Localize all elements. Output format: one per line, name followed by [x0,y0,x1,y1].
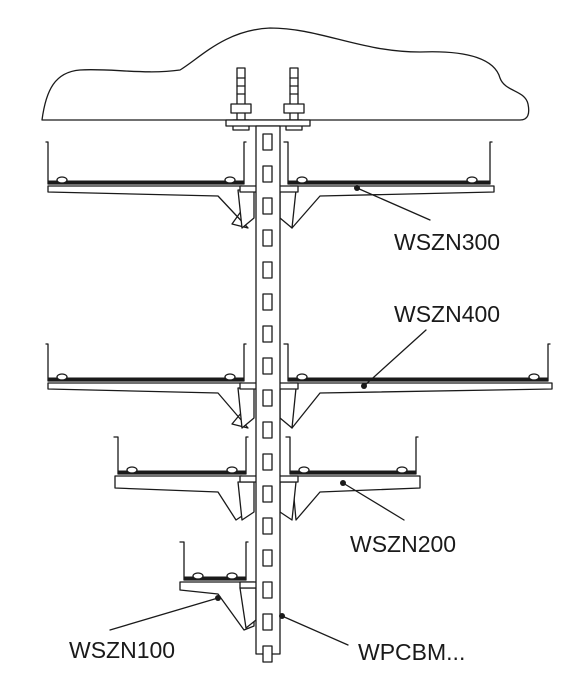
bracket-wszn300 [47,185,495,229]
channel-slot [262,645,273,663]
channel-slots [262,133,273,663]
bracket-wszn400 [47,382,553,429]
channel-slot [262,421,273,439]
label-wszn100: WSZN100 [69,637,175,663]
channel-slot [262,357,273,375]
bracket-wszn100 [179,581,261,631]
channel-slot [262,229,273,247]
ceiling-base-plate [225,119,311,127]
ceiling-slab [41,27,530,121]
label-wszn200: WSZN200 [350,531,456,557]
tray-wszn400-left [45,343,247,382]
channel-slot [262,389,273,407]
channel-slot [262,517,273,535]
channel-slot [262,197,273,215]
leader-lines [109,185,431,646]
tray-wszn400-right [283,343,551,382]
tray-wszn200-left [113,436,249,475]
tray-wszn300-right [283,141,493,185]
channel-slot [262,549,273,567]
tray-wszn200-right [285,436,419,475]
channel-slot [262,133,273,151]
channel-slot [262,485,273,503]
tray-wszn300-left [45,141,247,185]
tray-wszn100 [179,541,249,581]
channel-slot [262,261,273,279]
channel-slot [262,325,273,343]
channel-slot [262,453,273,471]
label-wpcbm: WPCBM... [358,639,465,665]
label-wszn400: WSZN400 [394,301,500,327]
channel-slot [262,293,273,311]
vertical-channel-wpcbm [255,125,281,663]
channel-slot [262,613,273,631]
channel-slot [262,581,273,599]
channel-slot [262,165,273,183]
label-wszn300: WSZN300 [394,229,500,255]
